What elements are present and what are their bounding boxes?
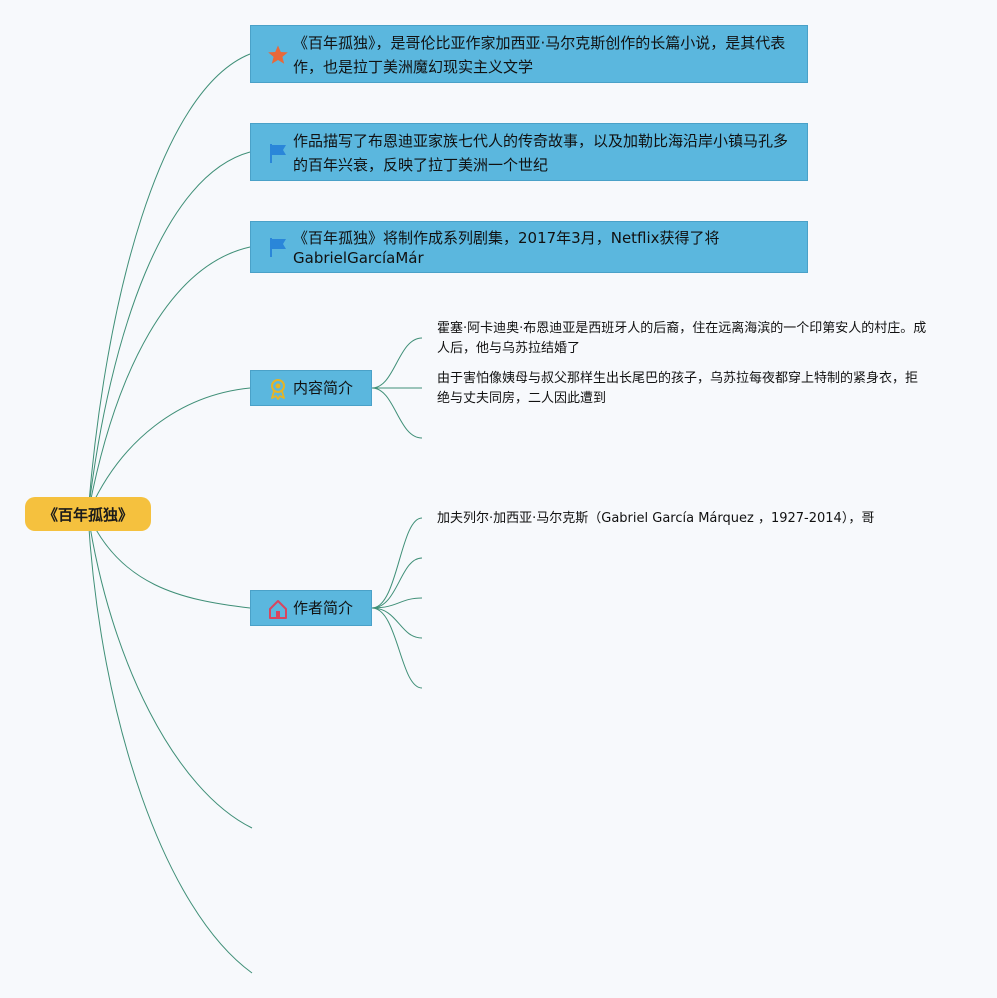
subtopic-author-1[interactable]: 加夫列尔·加西亚·马尔克斯（Gabriel García Márquez ，19… [437, 511, 875, 526]
connector-content-3 [371, 387, 423, 439]
star-icon [267, 44, 289, 66]
topic-overview[interactable]: 《百年孤独》，是哥伦比亚作家加西亚·马尔克斯创作的长篇小说，是其代表作，也是拉丁… [250, 25, 808, 83]
connector-root-topic2 [87, 151, 251, 515]
connector-root-topic1 [87, 53, 251, 515]
connector-content-1 [371, 337, 423, 389]
connector-author-5 [371, 607, 423, 689]
flag-icon [267, 236, 289, 258]
connector-author-1 [371, 517, 423, 609]
connector-author-4 [371, 607, 423, 639]
topic-content-summary-label: 内容简介 [293, 379, 354, 397]
connector-root-topic4 [87, 387, 251, 515]
connector-root-topic5 [87, 513, 251, 609]
subtopic-content-1[interactable]: 霍塞·阿卡迪奥·布恩迪亚是西班牙人的后裔，住在远离海滨的一个印第安人的村庄。成人… [437, 321, 927, 356]
subtopic-content-2[interactable]: 由于害怕像姨母与叔父那样生出长尾巴的孩子，乌苏拉每夜都穿上特制的紧身衣，拒绝与丈… [437, 371, 919, 406]
award-ribbon-icon [267, 378, 289, 400]
root-topic-label: 《百年孤独》 [42, 505, 133, 524]
topic-adaptation[interactable]: 《百年孤独》将制作成系列剧集，2017年3月，Netflix获得了将Gabrie… [250, 221, 808, 273]
connector-root-empty-2 [87, 513, 253, 974]
connector-root-empty-1 [87, 513, 253, 829]
topic-content-summary[interactable]: 内容简介 [250, 370, 372, 406]
connector-author-3 [371, 597, 423, 609]
connector-root-topic3 [87, 246, 251, 515]
topic-plot-text: 作品描写了布恩迪亚家族七代人的传奇故事，以及加勒比海沿岸小镇马孔多的百年兴衰，反… [293, 132, 789, 174]
connector-author-2 [371, 557, 423, 609]
topic-adaptation-text: 《百年孤独》将制作成系列剧集，2017年3月，Netflix获得了将Gabrie… [293, 229, 720, 267]
topic-author[interactable]: 作者简介 [250, 590, 372, 626]
topic-overview-text: 《百年孤独》，是哥伦比亚作家加西亚·马尔克斯创作的长篇小说，是其代表作，也是拉丁… [293, 34, 786, 76]
house-icon [267, 598, 289, 620]
topic-plot[interactable]: 作品描写了布恩迪亚家族七代人的传奇故事，以及加勒比海沿岸小镇马孔多的百年兴衰，反… [250, 123, 808, 181]
flag-icon [267, 142, 289, 164]
root-topic[interactable]: 《百年孤独》 [25, 497, 151, 531]
topic-author-label: 作者简介 [293, 599, 354, 617]
